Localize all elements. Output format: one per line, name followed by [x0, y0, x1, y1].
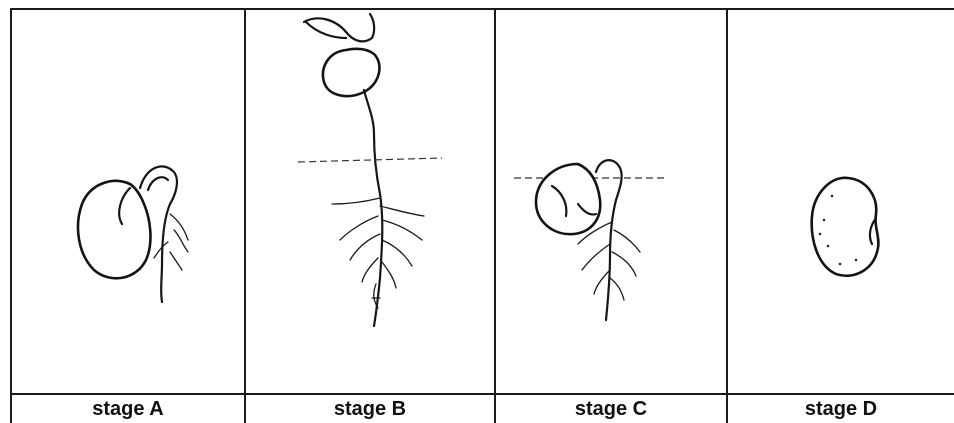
panel-stage-b: [246, 8, 494, 394]
dry-seed-stage-d-illustration: [728, 8, 954, 394]
seed-texture-dot: [839, 263, 842, 266]
seed-texture-dot: [827, 245, 830, 248]
soil-line-b: [298, 158, 442, 162]
stage-label-a: stage A: [92, 399, 164, 419]
label-cell-stage-b: stage B: [246, 395, 494, 423]
label-cell-stage-d: stage D: [728, 395, 954, 423]
seed-texture-dot: [831, 195, 834, 198]
stage-table: stage A stage B stage C stage D: [10, 8, 954, 423]
stage-label-c: stage C: [575, 399, 647, 419]
seed-texture-dot: [819, 233, 822, 236]
lateral-roots-b: [332, 198, 424, 288]
leaves-b: [304, 14, 374, 41]
seedling-stage-b-illustration: [246, 8, 494, 394]
stage-label-d: stage D: [805, 399, 877, 419]
seed-texture-dot: [855, 259, 858, 262]
stem-b: [364, 90, 382, 326]
stage-label-b: stage B: [334, 399, 406, 419]
emerging-seedling-stage-c-illustration: [496, 8, 726, 394]
hook-c: [596, 160, 622, 320]
label-cell-stage-a: stage A: [12, 395, 244, 423]
seed-texture-dot: [823, 219, 826, 222]
panel-stage-d: [728, 8, 954, 394]
cotyledons-b: [323, 49, 379, 96]
radicle-inner-a: [148, 177, 168, 190]
root-hair-a: [154, 214, 188, 270]
germinating-seed-stage-a-illustration: [12, 8, 244, 394]
label-cell-stage-c: stage C: [496, 395, 726, 423]
seed-coat-c: [536, 164, 600, 234]
panel-stage-c: [496, 8, 726, 394]
bean-seed-d: [812, 178, 879, 276]
seed-coat-a: [78, 181, 150, 278]
panel-stage-a: [12, 8, 244, 394]
